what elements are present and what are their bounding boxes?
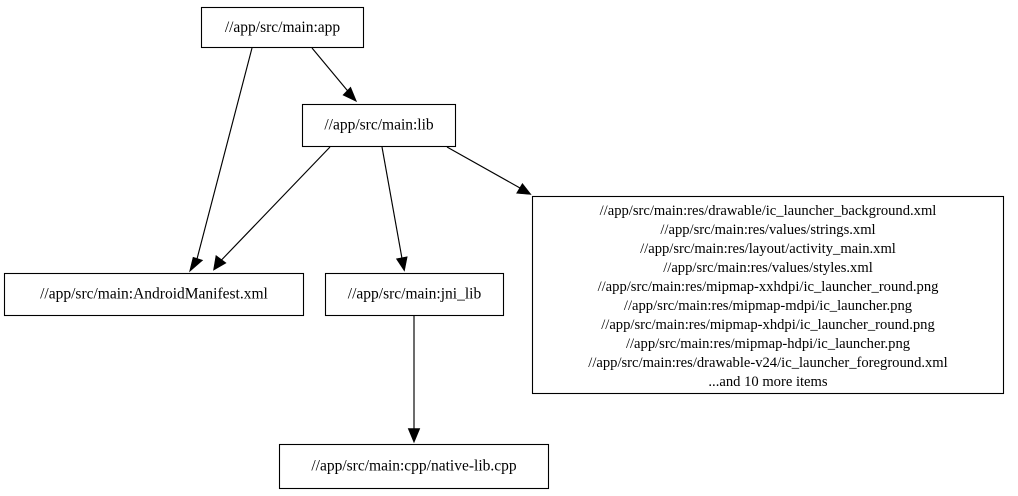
- resources-line-2: //app/src/main:res/layout/activity_main.…: [640, 241, 896, 257]
- node-native-lib-cpp[interactable]: //app/src/main:cpp/native-lib.cpp: [278, 443, 550, 490]
- resources-line-5: //app/src/main:res/mipmap-mdpi/ic_launch…: [624, 298, 913, 314]
- node-box[interactable]: [278, 443, 550, 490]
- node-label: //app/src/main:jni_lib: [348, 286, 482, 303]
- arrowhead-icon: [342, 86, 358, 103]
- edges-layer: [189, 47, 532, 444]
- node-box[interactable]: [301, 103, 457, 148]
- resources-line-6: //app/src/main:res/mipmap-xhdpi/ic_launc…: [601, 317, 935, 333]
- node-app[interactable]: //app/src/main:app: [200, 6, 365, 49]
- node-android-manifest[interactable]: //app/src/main:AndroidManifest.xml: [3, 272, 305, 317]
- resources-line-1: //app/src/main:res/values/strings.xml: [660, 222, 875, 238]
- resources-line-4: //app/src/main:res/mipmap-xxhdpi/ic_laun…: [598, 279, 940, 295]
- edge-app-to-manifest: [189, 47, 253, 273]
- edge-line: [221, 146, 331, 261]
- edge-lib-to-manifest: [213, 146, 331, 271]
- resources-line-3: //app/src/main:res/values/styles.xml: [663, 260, 873, 276]
- node-jni-lib[interactable]: //app/src/main:jni_lib: [324, 272, 505, 317]
- resources-line-7: //app/src/main:res/mipmap-hdpi/ic_launch…: [626, 336, 911, 352]
- node-box[interactable]: [200, 6, 365, 49]
- nodes-layer: //app/src/main:app //app/src/main:lib //…: [3, 6, 1005, 490]
- arrowhead-icon: [407, 428, 421, 444]
- node-resources[interactable]: //app/src/main:res/drawable/ic_launcher_…: [531, 195, 1005, 395]
- node-label: //app/src/main:app: [225, 19, 341, 36]
- edge-lib-to-jni-lib: [381, 146, 408, 272]
- node-box[interactable]: [531, 195, 1005, 395]
- arrowhead-icon: [189, 256, 204, 273]
- edge-line: [311, 47, 350, 93]
- edge-lib-to-resources: [446, 146, 532, 195]
- node-label: //app/src/main:cpp/native-lib.cpp: [311, 458, 517, 475]
- arrowhead-icon: [395, 256, 408, 272]
- edge-line: [196, 47, 253, 261]
- node-lib[interactable]: //app/src/main:lib: [301, 103, 457, 148]
- resources-line-0: //app/src/main:res/drawable/ic_launcher_…: [600, 203, 937, 219]
- arrowhead-icon: [213, 254, 227, 271]
- node-label: //app/src/main:AndroidManifest.xml: [40, 286, 268, 303]
- edge-app-to-lib: [311, 47, 358, 103]
- arrowhead-icon: [516, 182, 532, 195]
- edge-jni-lib-to-native-lib: [407, 316, 421, 444]
- edge-line: [446, 146, 521, 189]
- resources-line-8: //app/src/main:res/drawable-v24/ic_launc…: [588, 355, 947, 371]
- edge-line: [381, 146, 403, 259]
- node-box[interactable]: [324, 272, 505, 317]
- node-box[interactable]: [3, 272, 305, 317]
- resources-line-9-more-items: ...and 10 more items: [708, 374, 827, 390]
- node-label: //app/src/main:lib: [324, 117, 434, 134]
